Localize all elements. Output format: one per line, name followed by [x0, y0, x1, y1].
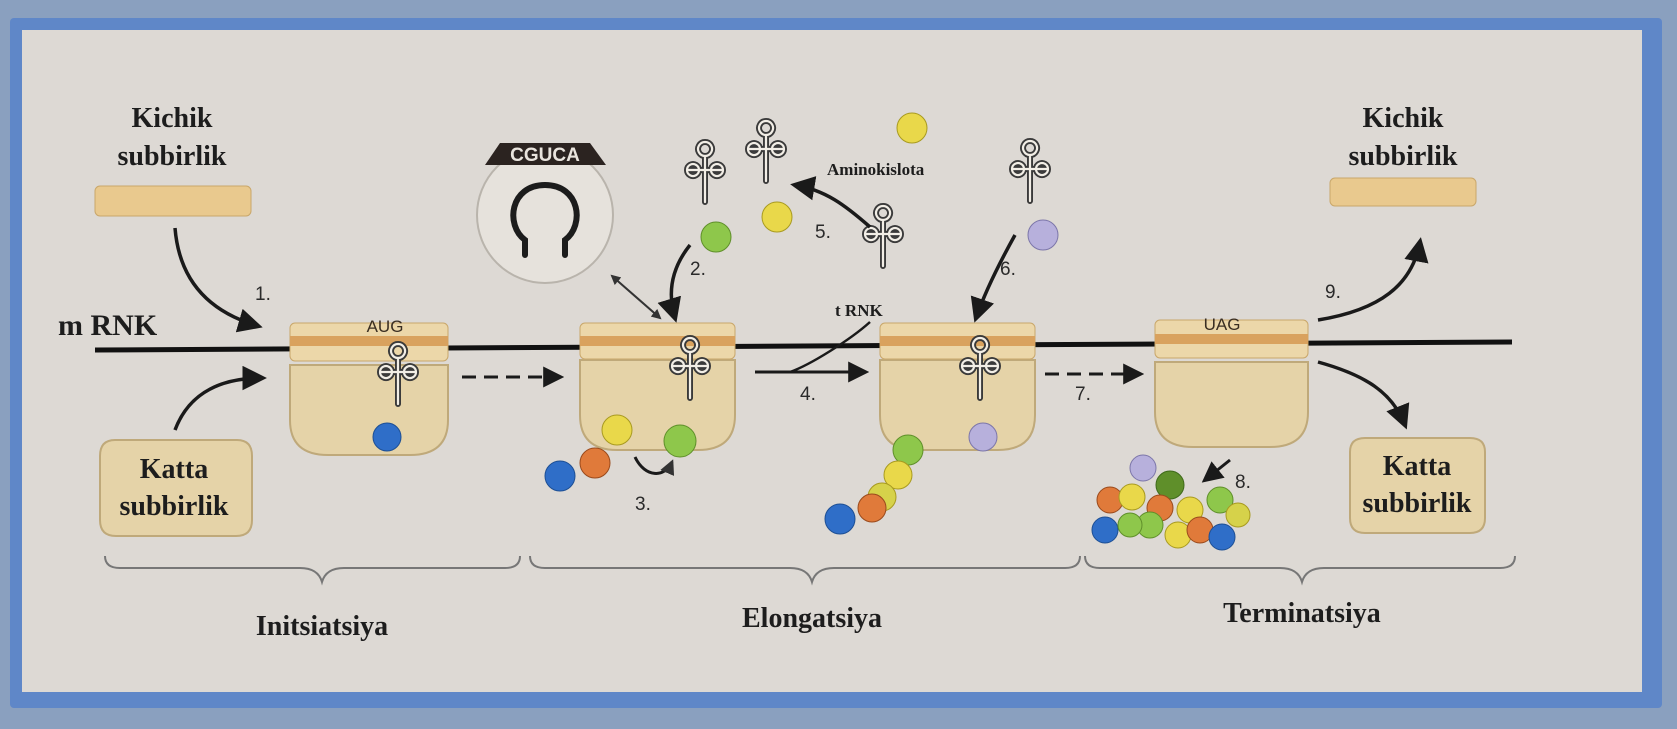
- step-4-label: 4.: [800, 384, 816, 405]
- arrow-step-9: [1317, 237, 1429, 322]
- trna-icon: [687, 142, 723, 202]
- trna-icon: [1012, 141, 1048, 201]
- trna-label: t RNK: [835, 301, 883, 320]
- small-subunit-label-left-2: subbirlik: [118, 141, 227, 172]
- figure-panel: [22, 30, 1642, 692]
- start-codon-label: AUG: [367, 317, 404, 336]
- large-subunit-label-left-1: Katta: [140, 454, 208, 485]
- rrna-sequence-label: CGUCA: [510, 145, 580, 166]
- rrna-magnifier: [476, 146, 614, 284]
- large-subunit-label-right-2: subbirlik: [1363, 488, 1472, 519]
- large-subunit-right: [1349, 437, 1486, 534]
- rrna-loop: [510, 181, 580, 258]
- arrow-step-8: [1201, 458, 1231, 483]
- ribosome-elongation-1: [544, 322, 736, 492]
- amino-acid-green: [892, 434, 924, 466]
- large-subunit-label-right-1: Katta: [1383, 451, 1451, 482]
- arrow-step-1: [173, 227, 263, 333]
- step-8-label: 8.: [1235, 472, 1251, 493]
- arrow-large-join: [173, 365, 267, 431]
- amino-acid-free: [896, 112, 928, 144]
- small-subunit-label-left-1: Kichik: [132, 103, 213, 134]
- step-2-label: 2.: [690, 259, 706, 280]
- arrow-step-6: [970, 234, 1017, 323]
- arrow-large-release: [1317, 360, 1410, 430]
- ribosome-termination: UAG: [1154, 315, 1309, 448]
- amino-acid-blue: [372, 422, 402, 452]
- step-3-label: 3.: [635, 494, 651, 515]
- amino-acid-blue: [544, 460, 576, 492]
- amino-acid-blue: [824, 503, 856, 535]
- brace-initiation: [104, 555, 521, 586]
- amino-acid-green: [700, 221, 732, 253]
- step-6-label: 6.: [1000, 259, 1016, 280]
- brace-elongation: [529, 555, 1081, 586]
- amino-acid-yellow: [601, 414, 633, 446]
- brace-termination: [1084, 555, 1516, 586]
- mrna-label: m RNK: [58, 309, 158, 342]
- small-subunit-left: [94, 185, 252, 217]
- step-1-label: 1.: [255, 284, 271, 305]
- amino-acid-orange: [857, 493, 887, 523]
- released-polypeptide: [1091, 454, 1251, 551]
- phase-label-termination: Terminatsiya: [1223, 598, 1381, 629]
- stop-codon-label: UAG: [1204, 315, 1241, 334]
- ribosome-elongation-2: [824, 322, 1036, 535]
- large-subunit-label-left-2: subbirlik: [120, 491, 229, 522]
- step-9-label: 9.: [1325, 282, 1341, 303]
- amino-acid-lilac: [968, 422, 998, 452]
- large-subunit-left: [99, 439, 253, 537]
- amino-acid-yellow: [761, 201, 793, 233]
- step-7-label: 7.: [1075, 384, 1091, 405]
- phase-label-initiation: Initsiatsiya: [256, 611, 388, 642]
- amino-acid-yellow: [883, 460, 913, 490]
- trna-icon: [865, 206, 901, 266]
- small-subunit-label-right-1: Kichik: [1363, 103, 1444, 134]
- arrow-step-3: [633, 456, 675, 477]
- arrow-step-5: [790, 176, 872, 229]
- magnify-pointer: [610, 274, 662, 320]
- arrow-step-2: [657, 243, 692, 323]
- small-subunit-right: [1329, 177, 1477, 207]
- amino-acid-lilac: [1027, 219, 1059, 251]
- amino-acid-green: [663, 424, 697, 458]
- amino-acid-orange: [579, 447, 611, 479]
- phase-label-elongation: Elongatsiya: [742, 603, 882, 634]
- rrna-sequence-banner: [485, 143, 606, 165]
- small-subunit-label-right-2: subbirlik: [1349, 141, 1458, 172]
- ribosome-initiation: AUG: [289, 317, 449, 456]
- trna-pointer: [789, 321, 871, 374]
- step-5-label: 5.: [815, 222, 831, 243]
- trna-icon: [748, 121, 784, 181]
- amino-acid-label: Aminokislota: [827, 160, 925, 179]
